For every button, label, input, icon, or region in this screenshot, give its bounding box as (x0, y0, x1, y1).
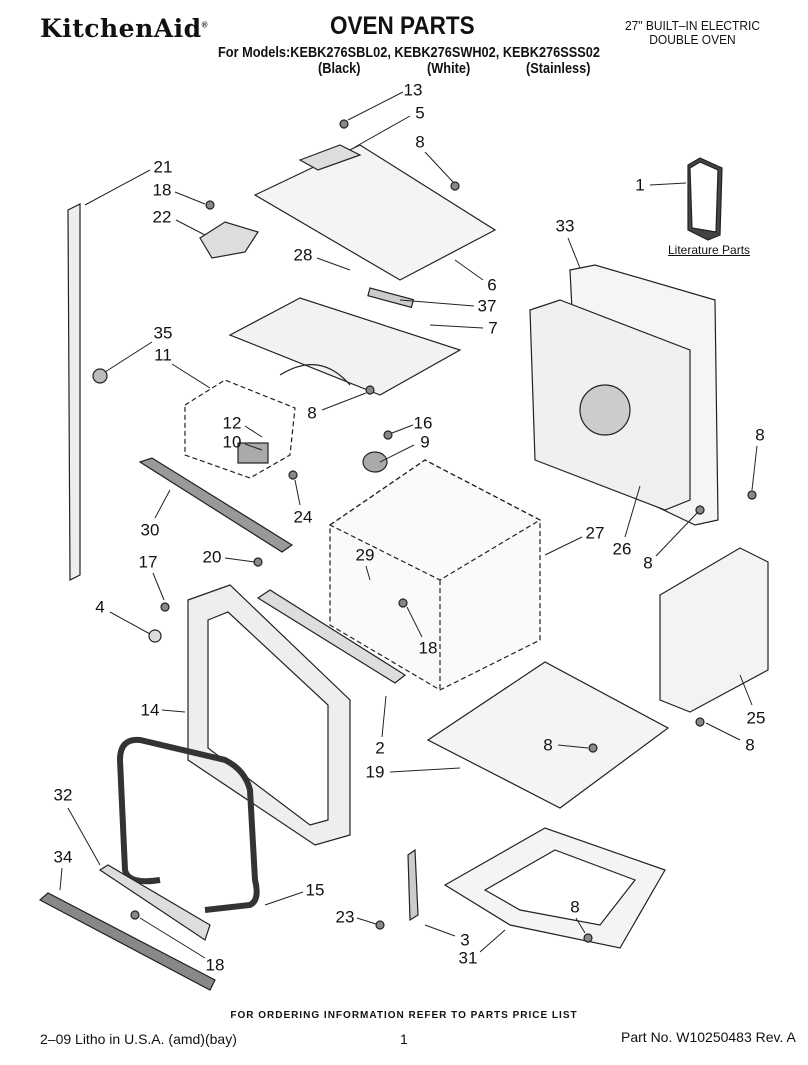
callout-18: 18 (152, 180, 172, 200)
litho-info: 2–09 Litho in U.S.A. (amd)(bay) (40, 1031, 237, 1047)
callout-1: 1 (635, 175, 645, 195)
color-white: (White) (427, 60, 471, 77)
part-strip-2 (256, 589, 407, 684)
callout-8: 8 (543, 735, 553, 755)
kitchenaid-logo: KitchenAid® (40, 14, 208, 43)
page-number: 1 (400, 1031, 408, 1047)
callout-18: 18 (418, 638, 438, 658)
callout-5: 5 (415, 103, 425, 123)
part-number: Part No. W10250483 Rev. A (621, 1029, 796, 1045)
model-numbers: For Models:KEBK276SBL02, KEBK276SWH02, K… (218, 44, 600, 61)
literature-parts-label: Literature Parts (668, 243, 751, 257)
callout-31: 31 (458, 948, 478, 968)
ordering-info: FOR ORDERING INFORMATION REFER TO PARTS … (230, 1010, 578, 1021)
part-hinge-bracket (407, 848, 419, 922)
part-34-trim (38, 892, 216, 991)
callout-19: 19 (365, 762, 385, 782)
callout-18: 18 (205, 955, 225, 975)
callout-34: 34 (53, 847, 73, 867)
part-9-element (362, 451, 388, 473)
callout-6: 6 (487, 275, 497, 295)
screws (130, 119, 757, 943)
callout-14: 14 (140, 700, 160, 720)
part-side-panel (659, 547, 769, 713)
callout-17: 17 (138, 552, 158, 572)
part-top-bracket (298, 144, 362, 171)
callout-32: 32 (53, 785, 73, 805)
callout-20: 20 (202, 547, 222, 567)
color-stainless: (Stainless) (526, 60, 591, 77)
callout-10: 10 (222, 432, 242, 452)
callout-28: 28 (293, 245, 313, 265)
callout-26: 26 (612, 539, 632, 559)
callout-13: 13 (403, 80, 423, 100)
callout-15: 15 (305, 880, 325, 900)
product-description: 27" BUILT–IN ELECTRIC DOUBLE OVEN (625, 19, 760, 47)
part-door-gasket (116, 736, 260, 913)
description-line-2: DOUBLE OVEN (649, 32, 736, 47)
page-title: OVEN PARTS (330, 12, 475, 40)
description-line-1: 27" BUILT–IN ELECTRIC (625, 18, 760, 33)
part-vent (138, 457, 294, 553)
callout-8: 8 (307, 403, 317, 423)
callout-30: 30 (140, 520, 160, 540)
callout-21: 21 (153, 157, 173, 177)
part-32 (98, 864, 211, 941)
callout-11: 11 (154, 345, 172, 365)
callout-27: 27 (585, 523, 605, 543)
callout-8: 8 (745, 735, 755, 755)
callout-12: 12 (222, 413, 242, 433)
callout-25: 25 (746, 708, 766, 728)
registered-mark: ® (201, 20, 209, 30)
part-10-label (237, 442, 269, 464)
callout-8: 8 (755, 425, 765, 445)
callout-23: 23 (335, 907, 355, 927)
callout-22: 22 (152, 207, 172, 227)
callout-37: 37 (477, 296, 497, 316)
part-heat-shield (228, 297, 462, 396)
part-side-trim (67, 203, 81, 581)
callout-8: 8 (570, 897, 580, 917)
callout-33: 33 (555, 216, 575, 236)
callout-2: 2 (375, 738, 385, 758)
callout-3: 3 (460, 930, 470, 950)
part-35-grommet (92, 368, 108, 384)
part-top-panel (253, 144, 497, 281)
color-black: (Black) (318, 60, 361, 77)
part-bottom-panel (426, 661, 670, 809)
callout-29: 29 (355, 545, 375, 565)
callout-35: 35 (153, 323, 173, 343)
part-37 (367, 287, 415, 309)
callout-9: 9 (420, 432, 430, 452)
callout-16: 16 (413, 413, 433, 433)
brand-name: KitchenAid (40, 14, 202, 43)
part-11-box (184, 379, 296, 479)
callout-7: 7 (488, 318, 498, 338)
part-bracket (199, 221, 259, 259)
callout-8: 8 (415, 132, 425, 152)
callout-24: 24 (293, 507, 313, 527)
callout-8: 8 (643, 553, 653, 573)
leader-lines (59, 91, 758, 959)
callout-4: 4 (95, 597, 105, 617)
